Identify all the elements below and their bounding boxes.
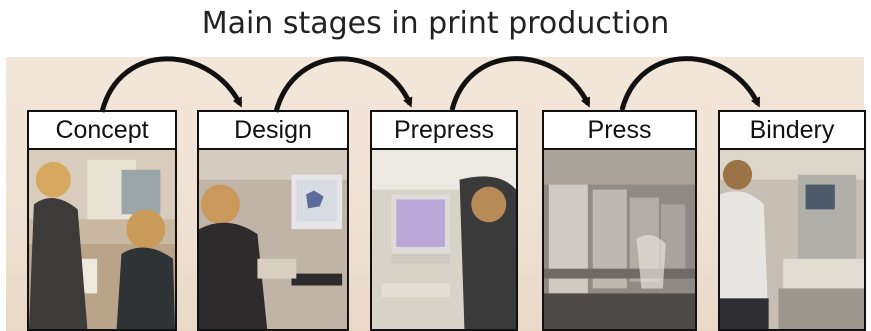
stage-label-design: Design [197, 110, 349, 150]
stage-design: Design [197, 110, 349, 331]
stage-label-prepress: Prepress [370, 110, 518, 150]
stage-label-press: Press [542, 110, 697, 150]
stage-label-bindery: Bindery [718, 110, 866, 150]
stage-concept: Concept [27, 110, 177, 331]
diagram-title: Main stages in print production [201, 6, 670, 41]
photo-concept [27, 150, 177, 331]
photo-design [197, 150, 349, 331]
stage-label-concept: Concept [27, 110, 177, 150]
stage-prepress: Prepress [370, 110, 518, 331]
photo-press [542, 150, 697, 331]
photo-prepress [370, 150, 518, 331]
stage-press: Press [542, 110, 697, 331]
photo-bindery [718, 150, 866, 331]
stage-bindery: Bindery [718, 110, 866, 331]
